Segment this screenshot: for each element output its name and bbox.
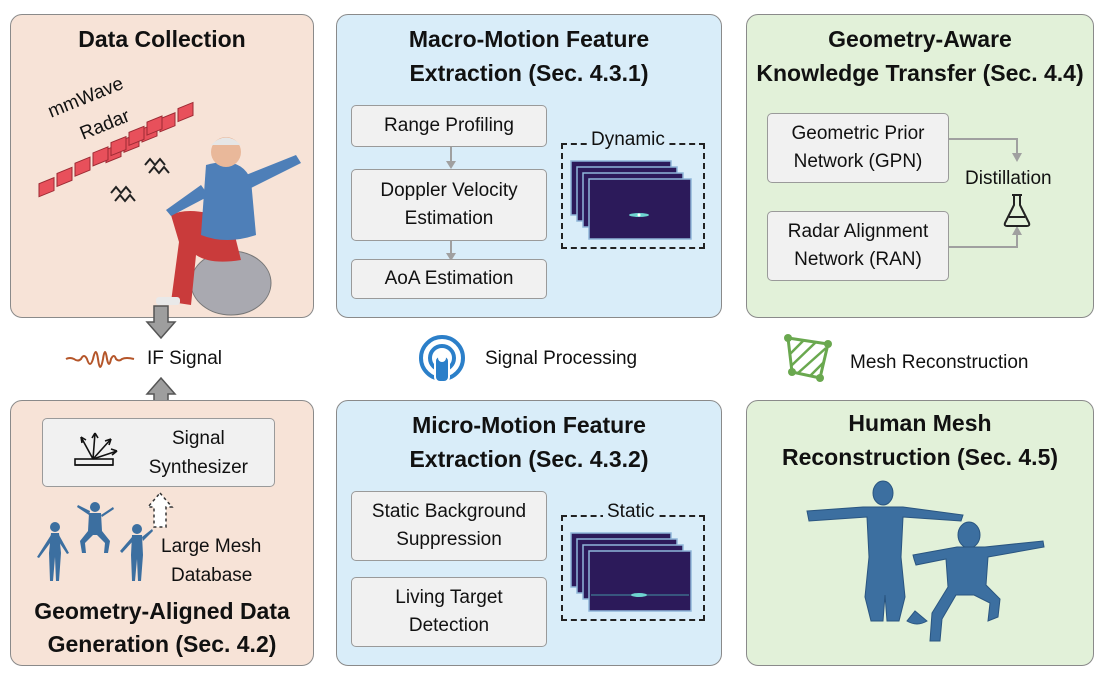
synthesizer-line2: Synthesizer — [148, 456, 248, 478]
gpn-line2: Network (GPN) — [793, 151, 923, 172]
doppler-line2: Estimation — [404, 208, 494, 229]
transfer-title-line2: Knowledge Transfer (Sec. 4.4) — [756, 60, 1084, 86]
person-on-ball-illustration — [156, 137, 301, 316]
ran-box: Radar Alignment Network (RAN) — [767, 211, 949, 281]
data-generation-panel: Signal Synthesizer Large Mesh Database — [10, 400, 314, 666]
radar-row-bottom — [38, 115, 163, 198]
radar-array-illustration — [38, 101, 301, 316]
dynamic-spectrum-stack — [570, 160, 692, 240]
signal-scatter-icon — [74, 432, 118, 466]
mesh-database-line1: Large Mesh — [161, 536, 262, 557]
dynamic-spectrum-label: Dynamic — [587, 129, 669, 151]
dashed-up-arrow-icon — [146, 491, 174, 528]
doppler-velocity-box: Doppler Velocity Estimation — [351, 169, 547, 241]
ran-line2: Network (RAN) — [794, 249, 922, 270]
static-spectrum-label: Static — [603, 501, 659, 523]
gpn-box: Geometric Prior Network (GPN) — [767, 113, 949, 183]
static-background-box: Static Background Suppression — [351, 491, 547, 561]
reconstruction-title-line1: Human Mesh — [848, 410, 992, 436]
flask-icon — [1003, 194, 1031, 227]
macro-title-line2: Extraction (Sec. 4.3.1) — [409, 60, 649, 86]
data-collection-title: Data Collection — [78, 26, 246, 52]
living-target-box: Living Target Detection — [351, 577, 547, 647]
mesh-reconstruction-label: Mesh Reconstruction — [850, 352, 1029, 373]
transfer-title-line1: Geometry-Aware — [828, 26, 1012, 52]
down-arrow-icon — [145, 305, 177, 340]
macro-motion-panel: Macro-Motion Feature Extraction (Sec. 4.… — [336, 14, 722, 318]
arrow-down-icon — [446, 241, 456, 261]
living-target-line2: Detection — [408, 615, 490, 636]
mesh-figure-squat — [906, 521, 1045, 642]
mesh-database-figures — [37, 502, 153, 581]
aoa-estimation-box: AoA Estimation — [351, 259, 547, 299]
micro-title-line2: Extraction (Sec. 4.3.2) — [409, 446, 649, 472]
mesh-figure-3 — [120, 524, 153, 581]
if-signal-label: IF Signal — [147, 348, 222, 369]
static-bg-line1: Static Background — [371, 501, 527, 522]
distillation-label: Distillation — [965, 168, 1052, 189]
generation-title-line2: Generation (Sec. 4.2) — [47, 631, 277, 657]
mesh-database-line2: Database — [171, 565, 253, 586]
arrow-down-icon — [446, 147, 456, 169]
mesh-figure-2 — [77, 502, 114, 553]
signal-processing-label: Signal Processing — [485, 348, 638, 369]
ran-line1: Radar Alignment — [787, 221, 929, 242]
micro-motion-panel: Micro-Motion Feature Extraction (Sec. 4.… — [336, 400, 722, 666]
micro-title-line1: Micro-Motion Feature — [412, 412, 646, 438]
human-mesh-panel: Human Mesh Reconstruction (Sec. 4.5) — [746, 400, 1094, 666]
knowledge-transfer-panel: Geometry-Aware Knowledge Transfer (Sec. … — [746, 14, 1094, 318]
data-collection-panel: Data Collection mmWave Radar — [10, 14, 314, 318]
static-bg-line2: Suppression — [396, 529, 502, 550]
doppler-line1: Doppler Velocity — [380, 180, 518, 201]
mesh-figure-1 — [37, 522, 69, 581]
mesh-reconstruction-icon — [784, 334, 832, 382]
macro-title-line1: Macro-Motion Feature — [408, 26, 650, 52]
distillation-connectors — [949, 138, 1022, 248]
gpn-line1: Geometric Prior — [791, 123, 925, 144]
static-spectrum-stack — [570, 532, 692, 612]
radar-wave-icon — [110, 157, 170, 203]
if-waveform-icon — [65, 351, 135, 368]
reconstruction-title-line2: Reconstruction (Sec. 4.5) — [781, 444, 1059, 470]
reconstructed-meshes — [806, 480, 1045, 642]
generation-title-line1: Geometry-Aligned Data — [34, 598, 290, 624]
synthesizer-line1: Signal — [171, 427, 225, 449]
range-profiling-box: Range Profiling — [351, 105, 547, 147]
mesh-figure-standing — [806, 480, 964, 622]
signal-processing-icon — [419, 335, 465, 383]
living-target-line1: Living Target — [395, 587, 503, 608]
signal-synthesizer-box: Signal Synthesizer — [42, 418, 275, 487]
